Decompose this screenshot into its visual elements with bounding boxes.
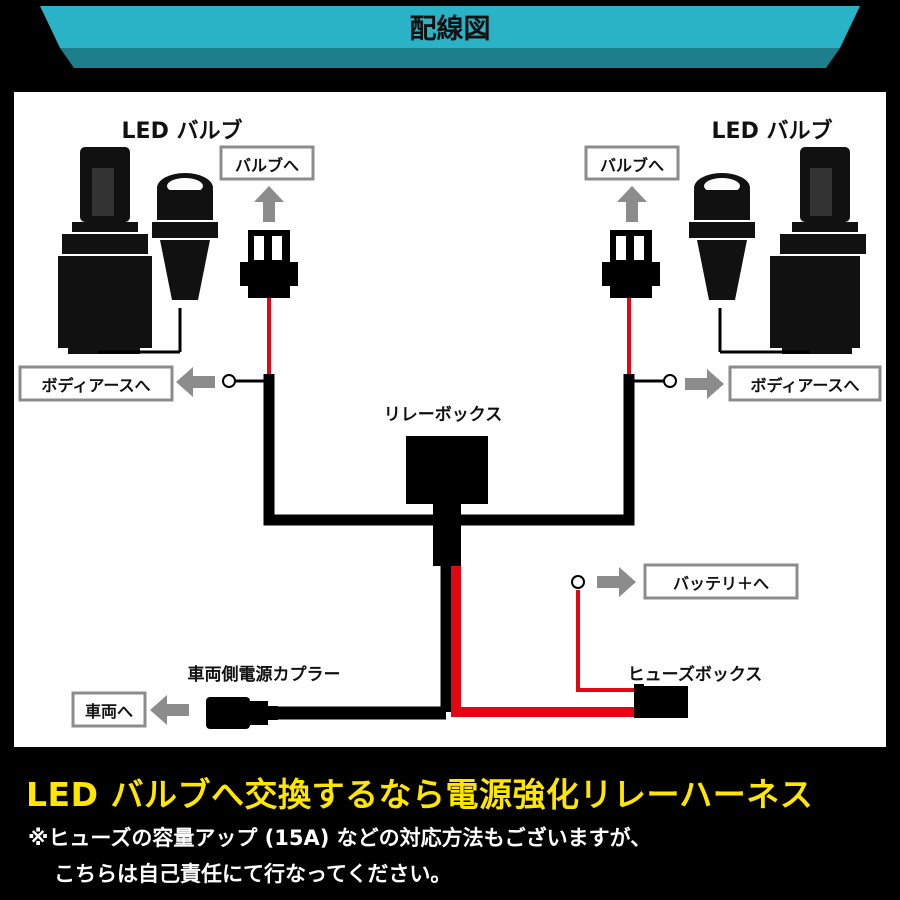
- to-bulb-left-label: バルブへ: [235, 156, 299, 175]
- footer-note-line1: ※ヒューズの容量アップ (15A) などの対応方法もございますが、: [28, 826, 652, 850]
- led-bulb-left-label: LED バルブ: [122, 118, 243, 144]
- body-earth-right-box: [728, 365, 882, 402]
- relay-box-label: リレーボックス: [384, 405, 503, 425]
- arrow-up-left-icon: [254, 186, 284, 222]
- footer-headline: LED バルブへ交換するなら電源強化リレーハーネス: [26, 775, 814, 814]
- earth-ring-terminals: [222, 374, 677, 589]
- diagram-title: 配線図: [410, 13, 491, 45]
- ring-terminal-right: [663, 374, 677, 388]
- body-earth-left-label: ボディアースへ: [41, 376, 150, 395]
- earth-wire-stubs: [234, 379, 665, 720]
- led-bulb-right: [718, 147, 866, 354]
- arrow-up-right-icon: [617, 186, 647, 222]
- body-earth-left-box: [18, 365, 174, 402]
- to-vehicle-label: 車両へ: [85, 702, 133, 721]
- to-battery-label: バッテリ＋へ: [673, 574, 769, 593]
- connector-right: [602, 230, 660, 298]
- arrow-right-battery-icon: [597, 567, 636, 597]
- banner-shadow-band: [60, 48, 840, 68]
- led-bulb-right-label: LED バルブ: [712, 118, 833, 144]
- socket-left: [152, 173, 218, 300]
- black-harness-wires: [263, 374, 635, 718]
- vehicle-coupler-label: 車両側電源カプラー: [188, 664, 341, 685]
- arrow-left-vehicle-icon: [150, 695, 189, 725]
- vehicle-coupler: [206, 697, 278, 729]
- fuse-box-label: ヒューズボックス: [628, 664, 763, 685]
- banner-teal-band: [40, 6, 860, 48]
- relay-box: [406, 436, 488, 566]
- title-banner: 配線図: [40, 6, 860, 68]
- connector-left: [240, 230, 298, 298]
- ring-terminal-battery: [571, 575, 585, 589]
- red-power-wire: [267, 298, 634, 717]
- arrow-left-earth-icon: [176, 367, 215, 397]
- ring-terminal-left: [222, 374, 236, 388]
- to-bulb-right-box: [584, 145, 680, 181]
- footer-note-line2: こちらは自己責任にて行なってください。: [54, 862, 452, 886]
- led-bulb-left: [58, 147, 182, 354]
- to-bulb-left-box: [219, 145, 315, 181]
- to-vehicle-box: [71, 691, 147, 728]
- fuse-box: [634, 684, 688, 718]
- to-bulb-right-label: バルブへ: [600, 156, 664, 175]
- to-battery-box: [643, 563, 799, 600]
- body-earth-right-label: ボディアースへ: [750, 376, 859, 395]
- socket-right: [689, 173, 755, 300]
- arrow-right-earth-icon: [685, 369, 724, 399]
